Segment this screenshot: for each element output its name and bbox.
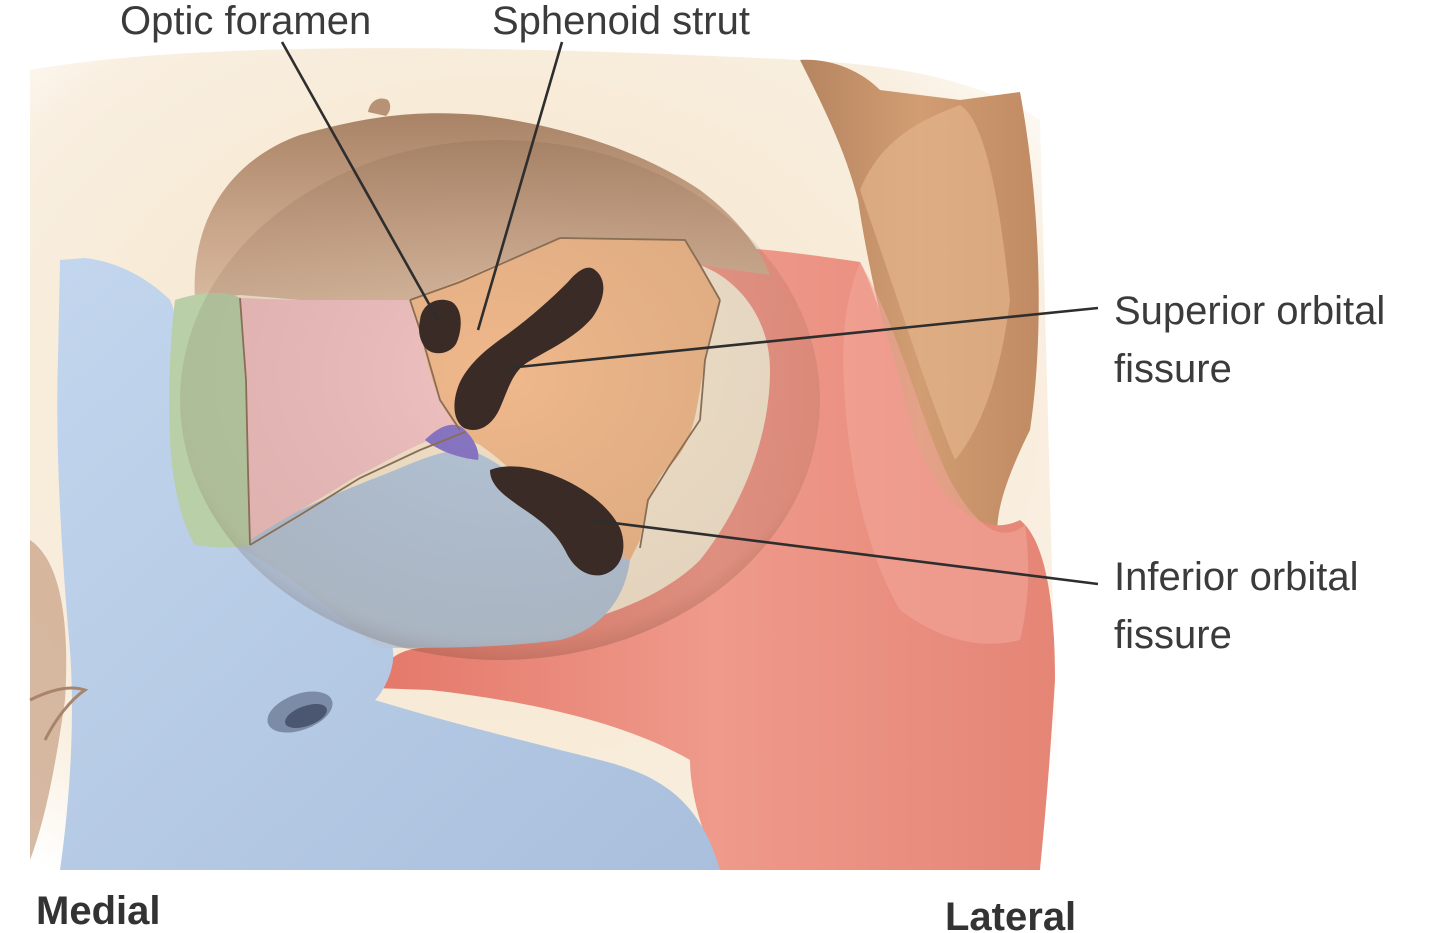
infraorbital-foramen-inner <box>285 703 327 729</box>
suture-sphenoid-zygomatic <box>639 299 721 549</box>
label-inferior-orbital-fissure-line1: Inferior orbital <box>1114 555 1359 599</box>
label-lateral: Lateral <box>945 895 1076 933</box>
optic-foramen-shape <box>419 299 461 354</box>
label-inferior-orbital-fissure-line2: fissure <box>1114 613 1232 657</box>
nasal-bone-region <box>30 540 67 860</box>
leader-sphenoid-strut <box>476 41 564 331</box>
label-superior-orbital-fissure-line2: fissure <box>1114 347 1232 391</box>
suture-frontal-sphenoid <box>409 237 721 301</box>
label-medial: Medial <box>36 889 160 933</box>
supraorbital-notch <box>368 98 391 116</box>
inferior-orbital-fissure-shape <box>490 466 624 576</box>
leader-inferior-orbital-fissure <box>589 518 1099 586</box>
zygomatic-rim-shade <box>843 262 1029 644</box>
leader-superior-orbital-fissure <box>507 306 1099 370</box>
suture-ethmoid-maxilla <box>249 431 466 546</box>
maxilla-bone <box>57 258 720 870</box>
label-sphenoid-strut: Sphenoid strut <box>492 0 750 43</box>
label-optic-foramen: Optic foramen <box>120 0 371 43</box>
suture-ethmoid-sphenoid <box>409 299 461 431</box>
nasal-curve <box>29 686 89 741</box>
suture-lacrimal-ethmoid <box>239 297 251 546</box>
superior-orbital-fissure-shape <box>454 267 604 430</box>
leader-optic-foramen <box>280 41 440 321</box>
label-superior-orbital-fissure-line1: Superior orbital <box>1114 289 1385 333</box>
frontal-process-highlight <box>860 105 1010 460</box>
